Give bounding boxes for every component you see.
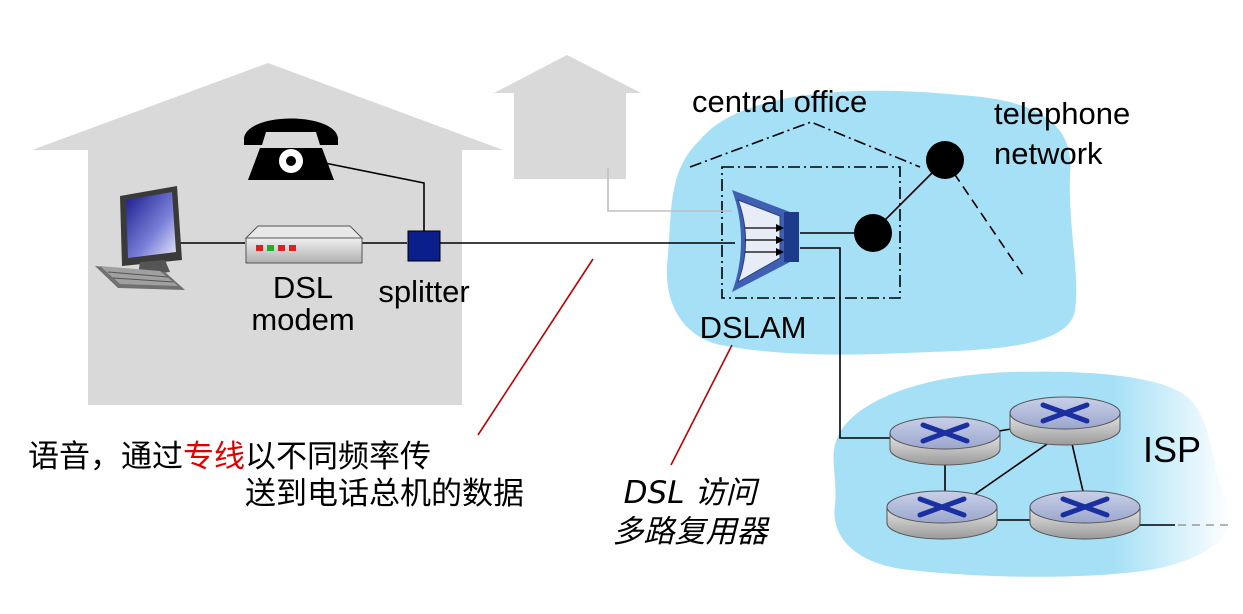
telephone-network-node bbox=[926, 141, 964, 179]
dslam-annotation-line1: DSL 访问 bbox=[624, 475, 761, 511]
annotation-pointer bbox=[477, 258, 594, 436]
telephone-icon bbox=[244, 118, 338, 180]
router-icon bbox=[1009, 396, 1121, 446]
dsl-label: DSL bbox=[273, 270, 333, 305]
telephone-label: telephone bbox=[994, 96, 1130, 131]
dslam-icon bbox=[732, 190, 799, 292]
computer-icon bbox=[95, 186, 185, 290]
isp-label: ISP bbox=[1143, 429, 1201, 470]
small-house-roof bbox=[494, 55, 641, 93]
voice-data-annotation-line1: 语音，通过专线以不同频率传 bbox=[28, 439, 431, 475]
router-icon bbox=[886, 490, 998, 540]
small-house-body bbox=[514, 93, 626, 179]
dedicated-line-highlight: 专线 bbox=[183, 439, 245, 475]
house-roof bbox=[32, 63, 503, 150]
central-office-box bbox=[721, 166, 901, 299]
dslam-label: DSLAM bbox=[700, 310, 807, 345]
router-icon bbox=[1029, 490, 1141, 540]
splitter-box bbox=[407, 230, 441, 262]
central-office-label: central office bbox=[692, 84, 867, 119]
network-label: network bbox=[994, 136, 1103, 171]
annotation-pointer bbox=[670, 344, 733, 466]
phone-switch-node bbox=[854, 214, 892, 252]
central-office-roof bbox=[689, 121, 921, 168]
modem-label: modem bbox=[251, 302, 354, 337]
router-icon bbox=[889, 416, 1001, 466]
dslam-annotation-line2: 多路复用器 bbox=[613, 514, 771, 550]
splitter-label: splitter bbox=[378, 274, 469, 309]
dsl-modem-icon bbox=[244, 225, 364, 264]
voice-data-annotation-line2: 送到电话总机的数据 bbox=[245, 476, 524, 512]
